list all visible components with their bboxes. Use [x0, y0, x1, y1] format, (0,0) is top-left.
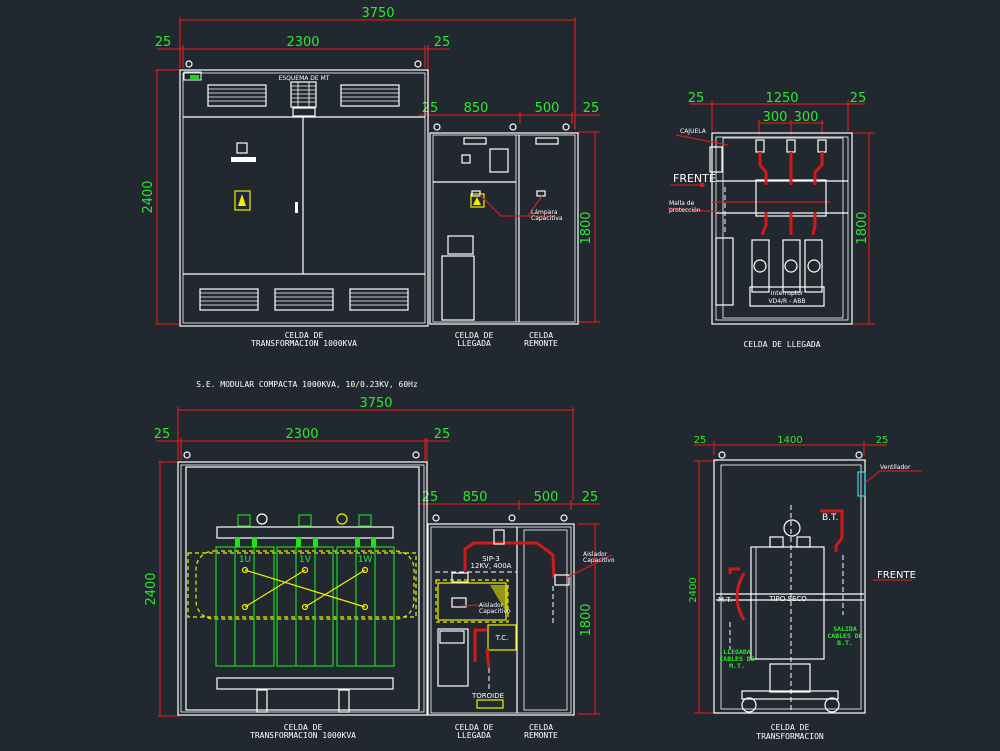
dim-total: 3750 — [359, 396, 392, 411]
transformer-cabinet-top: ESQUEMA DE MT — [179, 60, 429, 327]
high-voltage-warning-icon — [470, 193, 485, 208]
dim-arrival-margin: 25 — [422, 490, 439, 505]
frente-label: FRENTE — [877, 570, 916, 581]
callout-malla-1: Malla de — [669, 200, 695, 207]
isolator-label-right-1: Aislador — [583, 551, 608, 558]
arrival-cells-top: Lámpara Capacitiva — [429, 123, 579, 325]
dim-transformer-width: 2300 — [286, 35, 319, 50]
label-remonte-1: CELDA — [529, 723, 553, 732]
front-view-top: 3750 25 2300 25 2400 25 850 500 25 1800 — [141, 6, 600, 348]
callout-malla-2: protección — [669, 207, 701, 214]
ventilador-label: Ventilador — [880, 464, 911, 471]
high-voltage-warning-icon — [234, 190, 251, 211]
dim-height: 1800 — [855, 211, 870, 244]
transformer-type: TIPO SECO — [768, 595, 807, 603]
dim-arrival-width: 850 — [463, 490, 488, 505]
label-arrival-2: LLEGADA — [457, 731, 491, 740]
vent-grille — [199, 84, 409, 311]
label-side-transformer-2: TRANSFORMACION — [756, 732, 824, 741]
isolator-label-2: Capacitivo — [479, 608, 511, 615]
outgoing-1: SALIDA — [833, 625, 857, 633]
dim-left: 25 — [688, 91, 705, 106]
label-transformer-1: CELDA DE — [284, 723, 323, 732]
dim-left-margin: 25 — [154, 427, 171, 442]
dim-right-margin: 25 — [583, 101, 600, 116]
callout-frente: FRENTE — [673, 172, 716, 185]
dim-pitch-1: 300 — [763, 110, 788, 125]
tc-label: T.C. — [495, 634, 509, 642]
dim-right: 25 — [876, 435, 889, 446]
dim-width: 1400 — [777, 435, 802, 446]
lamp-label-1: Lámpara — [531, 209, 558, 216]
bt-label: B.T. — [822, 513, 838, 523]
door-plate-icon — [236, 142, 248, 154]
sip-label-2: 12KV, 400A — [471, 562, 512, 570]
incoming-1: LLEGADA — [723, 648, 750, 656]
dim-remonte-width: 500 — [535, 101, 560, 116]
breaker-label-1: Interruptor — [771, 290, 804, 297]
dim-transformer-width: 2300 — [285, 427, 318, 442]
phase-v: 1V — [299, 555, 312, 565]
label-transformer-1: CELDA DE — [285, 331, 324, 340]
dim-height: 2400 — [144, 572, 159, 605]
dim-gap: 25 — [434, 427, 451, 442]
dimension-lines-top — [155, 17, 600, 325]
door-label — [231, 157, 256, 162]
label-side-transformer-1: CELDA DE — [771, 723, 810, 732]
front-view-bottom: 3750 25 2300 25 2400 25 850 500 25 1800 — [144, 396, 615, 740]
dim-gap: 25 — [434, 35, 451, 50]
dim-cell-height: 1800 — [579, 603, 594, 636]
label-arrival-1: CELDA DE — [455, 723, 494, 732]
dim-total: 3750 — [361, 6, 394, 21]
label-remonte-1: CELDA — [529, 331, 553, 340]
lamp-label-2: Capacitiva — [531, 215, 563, 222]
dim-right-margin: 25 — [582, 490, 599, 505]
side-view-transformer: 25 1400 25 2400 Ventilador B.T. M.T. TIP… — [688, 435, 922, 741]
transformer-cabinet-bottom: 1U 1V 1W — [177, 451, 428, 716]
phase-w: 1W — [358, 555, 373, 565]
dim-width: 1250 — [765, 91, 798, 106]
phase-u: 1U — [239, 555, 251, 565]
callout-cajuela: CAJUELA — [680, 128, 707, 135]
dim-left: 25 — [694, 435, 707, 446]
outgoing-2: CABLES DE — [827, 632, 862, 640]
side-view-arrival: 25 1250 25 300 300 1800 Interruptor VD4/… — [667, 91, 875, 349]
dim-height: 2400 — [141, 180, 156, 213]
door-handle-icon — [295, 202, 298, 213]
label-side-arrival: CELDA DE LLEGADA — [743, 340, 820, 349]
dim-right: 25 — [850, 91, 867, 106]
incoming-2: CABLES DE — [719, 655, 754, 663]
incoming-3: M.T. — [729, 662, 745, 670]
isolator-label-1: Aislador — [479, 602, 504, 609]
label-arrival-2: LLEGADA — [457, 339, 491, 348]
breaker-label-2: VD4/R - ABB — [768, 298, 805, 305]
nameplate-label: ESQUEMA DE MT — [279, 75, 330, 82]
outgoing-3: B.T. — [837, 639, 853, 647]
isolator-label-right-2: Capacitivo — [583, 557, 615, 564]
drawing-title: S.E. MODULAR COMPACTA 1000KVA, 10/0.23KV… — [196, 380, 418, 389]
toroide-label: TOROIDE — [471, 692, 504, 700]
dim-pitch-2: 300 — [794, 110, 819, 125]
dim-height: 2400 — [688, 577, 699, 602]
breaker-poles — [751, 139, 827, 293]
arrival-cells-bottom: SIP-3 12KV, 400A Aislador Capacitivo Ais… — [427, 514, 615, 716]
label-transformer-2: TRANSFORMACION 1000KVA — [250, 731, 356, 740]
dim-arrival-width: 850 — [464, 101, 489, 116]
dim-cell-height: 1800 — [579, 211, 594, 244]
mt-label: M.T. — [718, 596, 732, 604]
fan-icon — [857, 471, 866, 497]
dim-arrival-margin: 25 — [422, 101, 439, 116]
sip-label-1: SIP-3 — [482, 555, 500, 563]
dim-remonte-width: 500 — [534, 490, 559, 505]
label-arrival-1: CELDA DE — [455, 331, 494, 340]
label-transformer-2: TRANSFORMACION 1000KVA — [251, 339, 357, 348]
dim-left-margin: 25 — [155, 35, 172, 50]
label-remonte-2: REMONTE — [524, 339, 558, 348]
label-remonte-2: REMONTE — [524, 731, 558, 740]
